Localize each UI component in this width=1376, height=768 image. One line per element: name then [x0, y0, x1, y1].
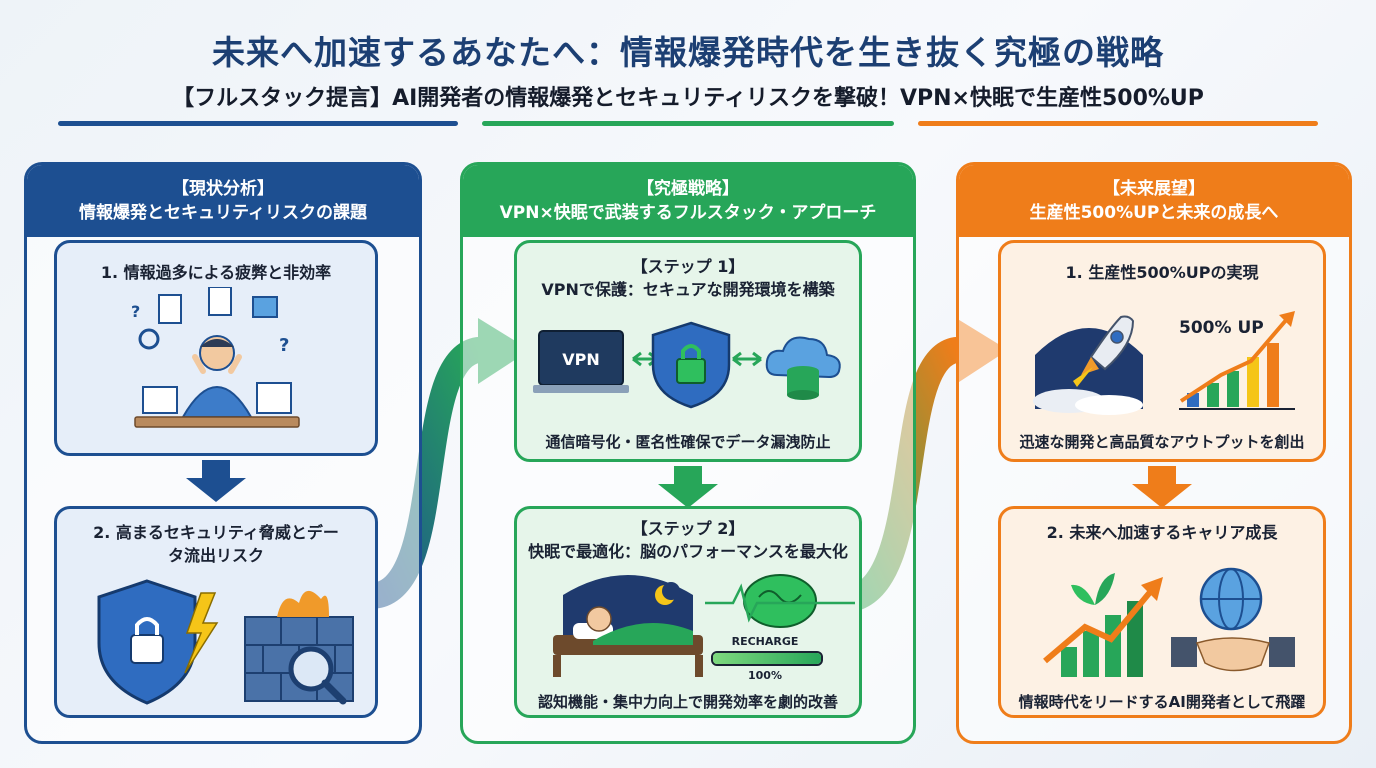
growth-handshake-icon	[1043, 567, 1295, 677]
card-productivity-title: 1. 生産性500%UPの実現	[1065, 263, 1259, 282]
card-step1-title: VPNで保護：セキュアな開発環境を構築	[541, 280, 835, 299]
card-career-title: 2. 未来へ加速するキャリア成長	[1046, 523, 1278, 542]
vpn-protection-icon: VPN	[533, 321, 841, 409]
plant-growth-icon	[1043, 573, 1163, 677]
panel-strategy-tag: 【究極戦略】	[637, 179, 739, 199]
svg-text:?: ?	[279, 335, 289, 356]
panel-future-header: 【未来展望】 生産性500%UPと未来の成長へ	[959, 165, 1349, 237]
card-step1-tag: 【ステップ 1】	[631, 257, 745, 276]
card-step2-title: 快眠で最適化：脳のパフォーマンスを最大化	[528, 542, 848, 561]
recharge-progress-fill	[713, 653, 821, 664]
panel-analysis-header: 【現状分析】 情報爆発とセキュリティリスクの課題	[27, 165, 419, 237]
card-security-threat: 2. 高まるセキュリティ脅威とデータ流出リスク	[54, 506, 378, 718]
down-arrow-icon	[1132, 466, 1192, 508]
card-productivity: 1. 生産性500%UPの実現 500% UP 迅速な開発と高品質なアウトプット…	[998, 240, 1326, 462]
growth-chart-icon: 500% UP	[1179, 311, 1295, 410]
card-step1-title-block: 【ステップ 1】 VPNで保護：セキュアな開発環境を構築	[517, 255, 859, 301]
panel-future-heading: 生産性500%UPと未来の成長へ	[1029, 203, 1279, 223]
panel-strategy-heading: VPN×快眠で武装するフルスタック・アプローチ	[499, 203, 877, 223]
rule-orange	[918, 121, 1318, 126]
panel-future-tag: 【未来展望】	[1103, 179, 1205, 199]
card-security-threat-title: 2. 高まるセキュリティ脅威とデータ流出リスク	[93, 523, 339, 565]
shield-lock-icon	[651, 321, 731, 409]
card-step2-tag: 【ステップ 2】	[631, 519, 745, 538]
card-step1-caption: 通信暗号化・匿名性確保でデータ漏洩防止	[545, 433, 831, 451]
card-step1-vpn: 【ステップ 1】 VPNで保護：セキュアな開発環境を構築 VPN 通信暗号化・匿…	[514, 240, 862, 462]
globe-handshake-icon	[1171, 567, 1295, 672]
page-title: 未来へ加速するあなたへ：情報爆発時代を生き抜く究極の戦略	[212, 33, 1164, 72]
growth-chart-label: 500% UP	[1179, 318, 1264, 338]
card-productivity-caption: 迅速な開発と高品質なアウトプットを創出	[1019, 433, 1305, 451]
panel-strategy-header: 【究極戦略】 VPN×快眠で武装するフルスタック・アプローチ	[463, 165, 913, 237]
card-step2-caption: 認知機能・集中力向上で開発効率を劇的改善	[537, 693, 838, 711]
svg-text:?: ?	[131, 302, 140, 321]
down-arrow-icon	[658, 466, 718, 508]
rule-blue	[58, 121, 458, 126]
rule-green	[482, 121, 894, 126]
laptop-icon: VPN	[533, 330, 629, 393]
recharge-progress-bar	[711, 651, 823, 666]
recharge-label: RECHARGE	[731, 635, 799, 648]
page-subtitle: 【フルスタック提言】AI開発者の情報爆発とセキュリティリスクを撃破！VPN×快眠…	[172, 86, 1204, 111]
recharge-percent: 100%	[748, 669, 782, 682]
rocket-icon	[1033, 315, 1143, 415]
panel-analysis-heading: 情報爆発とセキュリティリスクの課題	[79, 203, 367, 223]
card-step2-title-block: 【ステップ 2】 快眠で最適化：脳のパフォーマンスを最大化	[517, 517, 859, 563]
panel-analysis-tag: 【現状分析】	[172, 179, 274, 199]
card-career-caption: 情報時代をリードするAI開発者として飛躍	[1018, 693, 1306, 711]
card-info-overload-title: 1. 情報過多による疲弊と非効率	[100, 263, 332, 282]
card-info-overload: 1. 情報過多による疲弊と非効率 ? ?	[54, 240, 378, 456]
overwhelmed-developer-icon: ? ?	[131, 287, 300, 428]
security-threat-icon	[97, 579, 354, 705]
card-step2-sleep: 【ステップ 2】 快眠で最適化：脳のパフォーマンスを最大化 RECHARGE 1…	[514, 506, 862, 718]
vpn-label: VPN	[562, 350, 600, 369]
cloud-database-icon	[765, 336, 841, 400]
card-career-growth: 2. 未来へ加速するキャリア成長 情報時代をリードするAI開発者として飛躍	[998, 506, 1326, 718]
sleeping-person-icon	[553, 575, 703, 677]
down-arrow-icon	[186, 460, 246, 502]
brain-recharge-icon	[705, 574, 855, 628]
firewall-icon	[244, 590, 354, 705]
